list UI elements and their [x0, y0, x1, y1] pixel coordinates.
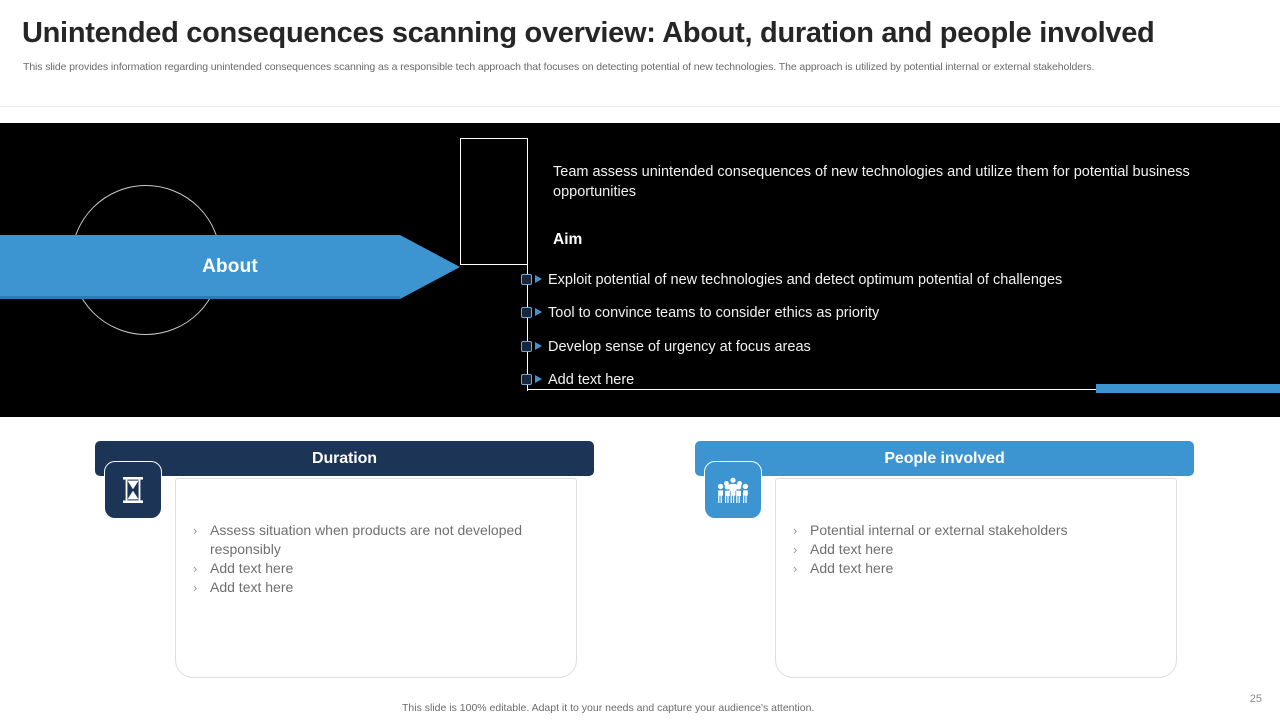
aim-item-label: Add text here: [548, 372, 635, 389]
duration-card-badge: [104, 461, 162, 519]
aim-list-item: Tool to convince teams to consider ethic…: [521, 297, 1221, 331]
bracket-stem: [527, 265, 529, 391]
people-group-icon: [716, 476, 750, 504]
about-arrow-label: About: [202, 256, 258, 277]
bracket-frame: [460, 138, 528, 265]
aim-item-label: Tool to convince teams to consider ethic…: [548, 305, 880, 322]
square-arrow-bullet-icon: [521, 273, 548, 287]
arrow-body: [0, 235, 400, 299]
list-item-label: Add text here: [210, 560, 294, 576]
list-item-label: Potential internal or external stakehold…: [810, 522, 1068, 538]
hourglass-icon: [120, 475, 146, 505]
duration-card-title: Duration: [312, 449, 377, 467]
aim-list-item: Develop sense of urgency at focus areas: [521, 330, 1221, 364]
footer-note: This slide is 100% editable. Adapt it to…: [402, 702, 815, 714]
square-arrow-bullet-icon: [521, 306, 548, 320]
chevron-right-icon: ›: [793, 542, 798, 557]
bracket-bottom-line: [527, 389, 1097, 391]
list-item: › Add text here: [193, 559, 553, 578]
aim-list-item: Exploit potential of new technologies an…: [521, 263, 1221, 297]
duration-card-list: › Assess situation when products are not…: [193, 521, 553, 597]
people-involved-card-list: › Potential internal or external stakeho…: [793, 521, 1153, 578]
list-item-label: Add text here: [810, 560, 894, 576]
chevron-right-icon: ›: [193, 580, 198, 595]
chevron-right-icon: ›: [193, 523, 198, 538]
list-item: › Add text here: [193, 578, 553, 597]
bracket-right-edge: [527, 138, 529, 265]
square-arrow-bullet-icon: [521, 340, 548, 354]
chevron-right-icon: ›: [793, 523, 798, 538]
square-arrow-bullet-icon: [521, 373, 548, 387]
blue-accent-bar: [1096, 384, 1280, 393]
list-item: › Potential internal or external stakeho…: [793, 521, 1153, 540]
chevron-right-icon: ›: [793, 561, 798, 576]
list-item: › Add text here: [793, 540, 1153, 559]
people-involved-card-header: People involved: [695, 441, 1194, 476]
duration-card-body: › Assess situation when products are not…: [175, 478, 577, 678]
list-item-label: Add text here: [810, 541, 894, 557]
aim-item-label: Exploit potential of new technologies an…: [548, 271, 1063, 288]
aim-list: Exploit potential of new technologies an…: [521, 263, 1221, 397]
aim-list-item: Add text here: [521, 364, 1221, 398]
people-involved-card-badge: [704, 461, 762, 519]
page-number: 25: [1249, 693, 1262, 705]
header-divider: [0, 106, 1280, 107]
about-section: About Team assess unintended consequence…: [0, 123, 1280, 417]
about-arrow-shape: [0, 235, 460, 299]
about-intro-text: Team assess unintended consequences of n…: [553, 164, 1190, 200]
chevron-right-icon: ›: [193, 561, 198, 576]
aim-heading: Aim: [553, 231, 583, 248]
list-item-label: Add text here: [210, 579, 294, 595]
aim-item-label: Develop sense of urgency at focus areas: [548, 338, 811, 355]
page-title: Unintended consequences scanning overvie…: [22, 17, 1155, 49]
duration-card-header: Duration: [95, 441, 594, 476]
people-involved-card-title: People involved: [884, 449, 1005, 467]
arrow-head: [400, 235, 460, 299]
list-item: › Assess situation when products are not…: [193, 521, 553, 559]
page-subtitle: This slide provides information regardin…: [23, 61, 1095, 73]
people-involved-card-body: › Potential internal or external stakeho…: [775, 478, 1177, 678]
list-item-label: Assess situation when products are not d…: [210, 522, 523, 557]
list-item: › Add text here: [793, 559, 1153, 578]
